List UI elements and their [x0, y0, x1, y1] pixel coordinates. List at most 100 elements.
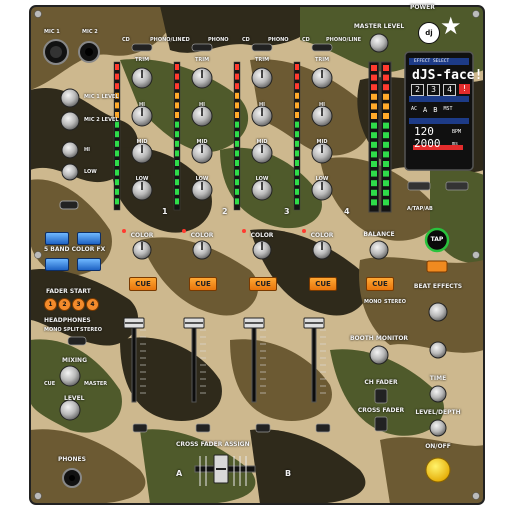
channel-3-input-switch[interactable]	[251, 43, 273, 52]
curve-switches[interactable]	[67, 336, 388, 432]
screw-icons	[34, 10, 480, 500]
time-label: TIME	[429, 375, 447, 382]
booth-monitor-label: BOOTH MONITOR	[349, 335, 409, 342]
fader-start-3-button[interactable]: 3	[72, 298, 85, 311]
channel-1-meter-led	[115, 64, 119, 70]
channel-2-fader-track	[191, 321, 197, 403]
mic-2-label: MIC 2	[82, 29, 98, 35]
master-meter-led-left	[371, 84, 377, 91]
cross-fader-label: CROSS FADER	[357, 407, 405, 414]
channel-4-input-switch[interactable]	[311, 43, 333, 52]
channel-2-meter-led	[175, 83, 179, 90]
fx-cue-button[interactable]	[426, 260, 448, 273]
phones-jack[interactable]	[62, 468, 82, 488]
master-meter-led-right	[383, 170, 389, 177]
channel-1-meter-led	[115, 140, 119, 147]
channel-3-cue-button[interactable]: CUE	[249, 277, 277, 291]
level-label: LEVEL	[64, 395, 85, 402]
channel-2-meter-led	[175, 140, 179, 147]
channel-1-color-led	[122, 229, 126, 233]
ch-fader-label: CH FADER	[364, 379, 398, 386]
balance-label: BALANCE	[363, 231, 395, 238]
fx-on-off-button[interactable]	[425, 457, 451, 483]
master-meter-led-right	[383, 74, 389, 81]
channel-4-meter-led	[295, 179, 299, 186]
channel-2-meter-led	[175, 131, 179, 138]
master-side-label: MASTER	[84, 381, 108, 387]
channel-1-meter-led	[115, 150, 119, 157]
master-meter-led-left	[371, 151, 377, 158]
preset-digits: 2 3 4 !	[411, 84, 470, 96]
fader-start-1-button[interactable]: 1	[44, 298, 57, 311]
screen-buttons[interactable]	[407, 181, 469, 191]
effect-display	[404, 51, 474, 171]
fx-button-1[interactable]	[45, 232, 69, 245]
channel-1-cue-button[interactable]: CUE	[129, 277, 157, 291]
master-cue-button[interactable]: CUE	[366, 277, 394, 291]
channel-3-fader-track	[251, 321, 257, 403]
fx-button-4[interactable]	[77, 258, 101, 271]
master-meter-led-left	[371, 199, 377, 206]
master-meter-led-left	[371, 113, 377, 119]
mic-1-level-label: MIC 1 LEVEL	[84, 94, 119, 100]
master-knobs[interactable]	[59, 33, 448, 437]
channel-faders	[123, 317, 326, 403]
channel-1-meter-led	[115, 131, 119, 138]
channel-1-number: 1	[162, 207, 168, 216]
star-logo-icon: ★	[440, 12, 462, 40]
channel-3-number: 3	[284, 207, 290, 216]
mic-knobs[interactable]	[60, 88, 80, 181]
time-value: 2000	[414, 137, 441, 150]
mic-1-jack[interactable]	[43, 39, 69, 65]
master-meter-led-left	[371, 180, 377, 187]
mic-2-jack[interactable]	[78, 41, 100, 63]
cross-side-a-label: A	[176, 469, 183, 478]
tap-button[interactable]	[424, 227, 450, 253]
channel-2-meter-led	[175, 64, 179, 70]
channel-3-meter-led	[235, 140, 239, 147]
fx-button-2[interactable]	[77, 232, 101, 245]
channel-4-meter-led	[295, 121, 299, 128]
channel-3-meter-led	[235, 102, 239, 109]
master-meter-led-right	[383, 199, 389, 206]
channel-3-meter-led	[235, 83, 239, 90]
channel-4-meter-led	[295, 64, 299, 70]
fader-start-label: FADER START	[46, 288, 91, 295]
mic-hi-label: HI	[84, 147, 91, 153]
level-depth-label: LEVEL/DEPTH	[415, 409, 461, 416]
channel-2-cue-button[interactable]: CUE	[189, 277, 217, 291]
channel-3-meter-led	[235, 160, 239, 166]
mic-switch[interactable]	[59, 200, 79, 210]
channel-4-cue-button[interactable]: CUE	[309, 277, 337, 291]
master-meter-led-right	[383, 103, 389, 110]
channel-strips	[113, 43, 333, 260]
mixing-label: MIXING	[62, 357, 88, 364]
channel-3-meter-led	[235, 198, 239, 205]
channel-1-meter-led	[115, 198, 119, 205]
phones-label: PHONES	[58, 456, 86, 463]
cross-fader-grip	[199, 456, 247, 486]
channel-1-input-switch[interactable]	[131, 43, 153, 52]
cue-side-label: CUE	[44, 381, 56, 387]
color-fx-label: 5 BAND COLOR FX	[44, 246, 106, 253]
mic-1-label: MIC 1	[44, 29, 60, 35]
cross-assign-switches[interactable]	[132, 423, 331, 433]
fader-start-2-button[interactable]: 2	[58, 298, 71, 311]
fx-button-3[interactable]	[45, 258, 69, 271]
cross-fader[interactable]	[194, 454, 256, 484]
channel-4-meter-led	[295, 150, 299, 157]
master-meter-led-right	[383, 180, 389, 187]
channel-4-fader-track	[311, 321, 317, 403]
channel-1-meter-led	[115, 169, 119, 176]
channel-2-meter-led	[175, 150, 179, 157]
master-meter-leds	[371, 65, 389, 206]
stereo-label: STEREO	[80, 327, 102, 333]
channel-2-input-switch[interactable]	[191, 43, 213, 52]
channel-3-meter-led	[235, 112, 239, 118]
channel-2-color-led	[182, 229, 186, 233]
cross-fader-assign-label: CROSS FADER ASSIGN	[176, 441, 250, 448]
fader-start-4-button[interactable]: 4	[86, 298, 99, 311]
bpm-value: 120	[414, 125, 434, 138]
channel-4-meter-led	[295, 169, 299, 176]
